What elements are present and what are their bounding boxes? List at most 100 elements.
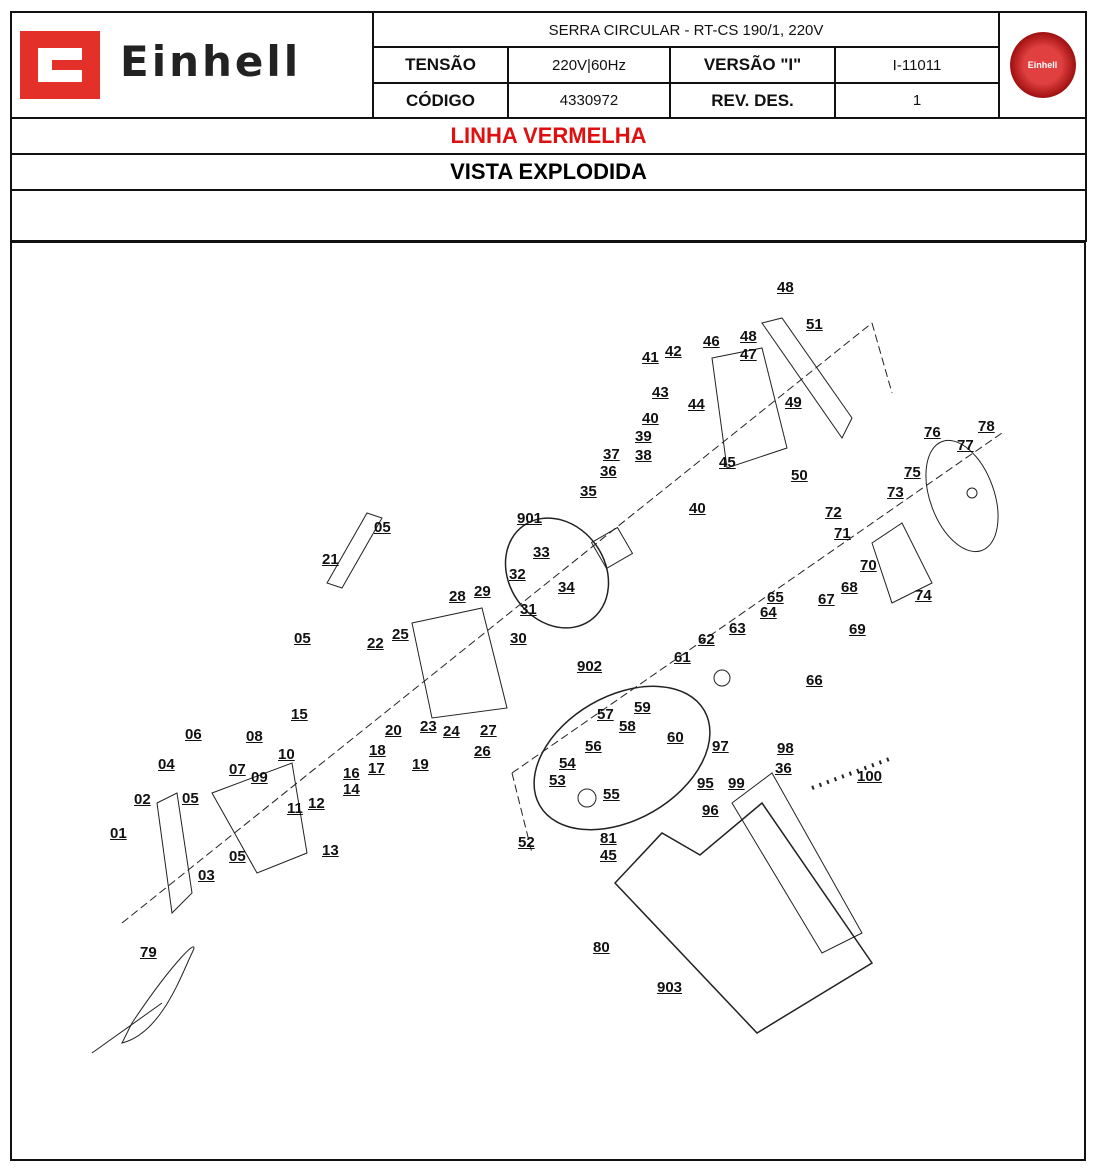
part-label: 26 bbox=[474, 743, 491, 760]
version-value: I-11011 bbox=[834, 48, 998, 82]
part-label: 23 bbox=[420, 718, 437, 735]
part-label: 09 bbox=[251, 769, 268, 786]
part-label: 08 bbox=[246, 728, 263, 745]
part-label: 48 bbox=[740, 328, 757, 345]
part-label: 05 bbox=[374, 519, 391, 536]
part-label: 55 bbox=[603, 786, 620, 803]
part-label: 36 bbox=[775, 760, 792, 777]
part-label: 17 bbox=[368, 760, 385, 777]
part-label: 68 bbox=[841, 579, 858, 596]
part-label: 21 bbox=[322, 551, 339, 568]
part-label: 20 bbox=[385, 722, 402, 739]
rev-label: REV. DES. bbox=[669, 84, 834, 117]
part-label: 901 bbox=[517, 510, 543, 527]
part-label: 30 bbox=[510, 630, 527, 647]
part-label: 72 bbox=[825, 504, 842, 521]
part-label: 29 bbox=[474, 583, 491, 600]
part-label: 49 bbox=[785, 394, 802, 411]
part-label: 58 bbox=[619, 718, 636, 735]
part-label: 14 bbox=[343, 781, 360, 798]
authorized-service-seal: Einhell bbox=[998, 13, 1085, 117]
part-label: 96 bbox=[702, 802, 719, 819]
header-table: Einhell SERRA CIRCULAR - RT-CS 190/1, 22… bbox=[10, 11, 1087, 119]
part-label: 45 bbox=[719, 454, 736, 471]
part-label: 71 bbox=[834, 525, 851, 542]
part-label: 25 bbox=[392, 626, 409, 643]
part-label: 40 bbox=[689, 500, 706, 517]
blank-row bbox=[10, 191, 1087, 242]
section-title: VISTA EXPLODIDA bbox=[10, 155, 1087, 191]
part-label: 62 bbox=[698, 631, 715, 648]
part-label: 77 bbox=[957, 437, 974, 454]
part-label: 45 bbox=[600, 847, 617, 864]
part-label: 31 bbox=[520, 601, 537, 618]
part-label: 44 bbox=[688, 396, 705, 413]
part-label: 16 bbox=[343, 765, 360, 782]
part-label: 52 bbox=[518, 834, 535, 851]
part-label: 902 bbox=[577, 658, 603, 675]
part-label: 05 bbox=[229, 848, 246, 865]
part-label: 11 bbox=[287, 800, 303, 817]
part-label: 42 bbox=[665, 343, 682, 360]
voltage-value: 220V|60Hz bbox=[507, 48, 669, 82]
part-label: 03 bbox=[198, 867, 215, 884]
part-label: 80 bbox=[593, 939, 610, 956]
part-label: 51 bbox=[806, 316, 823, 333]
part-label: 43 bbox=[652, 384, 669, 401]
part-label: 81 bbox=[600, 830, 617, 847]
part-label: 67 bbox=[818, 591, 835, 608]
part-label: 57 bbox=[597, 706, 614, 723]
einhell-logo-text: Einhell bbox=[120, 37, 302, 86]
part-label: 02 bbox=[134, 791, 151, 808]
part-label: 46 bbox=[703, 333, 720, 350]
part-label: 97 bbox=[712, 738, 729, 755]
part-label: 98 bbox=[777, 740, 794, 757]
code-label: CÓDIGO bbox=[372, 84, 507, 117]
part-label: 37 bbox=[603, 446, 620, 463]
part-label: 13 bbox=[322, 842, 339, 859]
part-label: 19 bbox=[412, 756, 429, 773]
part-label: 07 bbox=[229, 761, 246, 778]
part-label: 100 bbox=[857, 768, 883, 785]
part-label: 36 bbox=[600, 463, 617, 480]
part-label: 99 bbox=[728, 775, 745, 792]
part-label: 10 bbox=[278, 746, 295, 763]
part-label: 69 bbox=[849, 621, 866, 638]
rev-value: 1 bbox=[834, 84, 998, 117]
part-label: 34 bbox=[558, 579, 575, 596]
product-title: SERRA CIRCULAR - RT-CS 190/1, 220V bbox=[372, 13, 998, 47]
code-value: 4330972 bbox=[507, 84, 669, 117]
part-label: 28 bbox=[449, 588, 466, 605]
part-label: 47 bbox=[740, 346, 757, 363]
part-label: 22 bbox=[367, 635, 384, 652]
part-label: 18 bbox=[369, 742, 386, 759]
part-label: 54 bbox=[559, 755, 576, 772]
part-label: 70 bbox=[860, 557, 877, 574]
line-title: LINHA VERMELHA bbox=[10, 119, 1087, 155]
part-label: 05 bbox=[182, 790, 199, 807]
part-label: 903 bbox=[657, 979, 683, 996]
part-label: 95 bbox=[697, 775, 714, 792]
voltage-label: TENSÃO bbox=[372, 48, 507, 82]
part-label: 76 bbox=[924, 424, 941, 441]
part-label: 66 bbox=[806, 672, 823, 689]
part-label: 35 bbox=[580, 483, 597, 500]
part-label: 32 bbox=[509, 566, 526, 583]
part-label: 40 bbox=[642, 410, 659, 427]
part-label: 59 bbox=[634, 699, 651, 716]
part-label: 12 bbox=[308, 795, 325, 812]
part-label: 39 bbox=[635, 428, 652, 445]
part-label: 61 bbox=[674, 649, 691, 666]
part-label: 63 bbox=[729, 620, 746, 637]
part-label: 04 bbox=[158, 756, 175, 773]
part-label: 41 bbox=[642, 349, 659, 366]
part-label: 38 bbox=[635, 447, 652, 464]
einhell-logo-mark bbox=[20, 31, 100, 99]
part-label: 15 bbox=[291, 706, 308, 723]
exploded-view-drawing bbox=[91, 317, 1003, 1054]
part-label: 79 bbox=[140, 944, 157, 961]
part-label: 60 bbox=[667, 729, 684, 746]
part-label: 78 bbox=[978, 418, 995, 435]
